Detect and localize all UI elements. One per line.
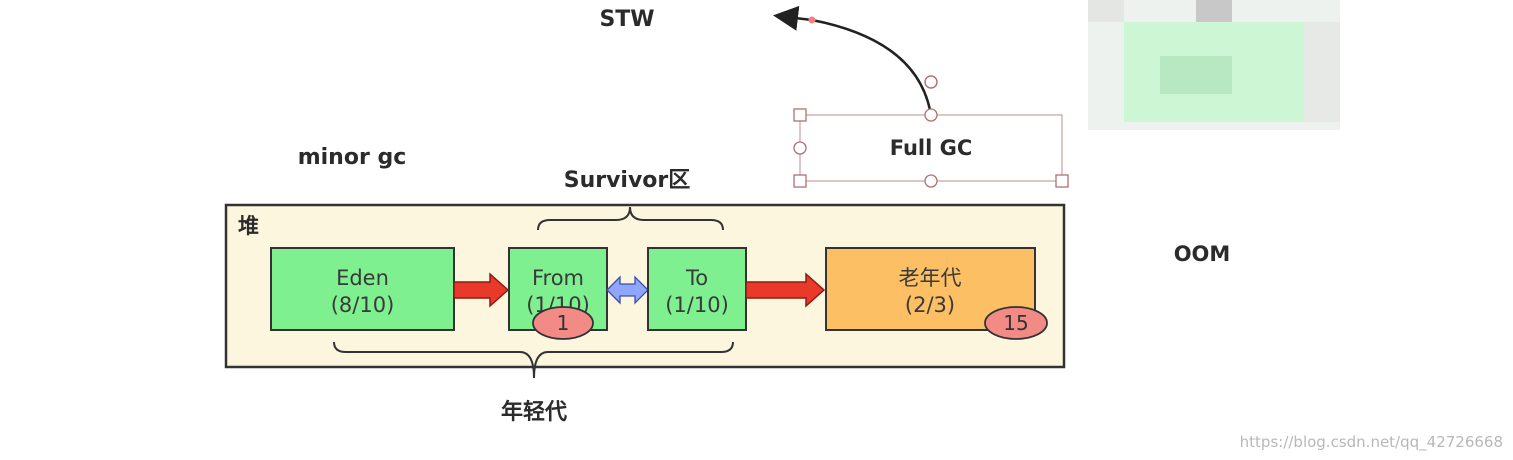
eden-ratio: (8/10) <box>331 293 395 317</box>
watermark: https://blog.csdn.net/qq_42726668 <box>1240 433 1503 452</box>
resize-handle[interactable] <box>793 174 807 188</box>
full-gc-selection-box[interactable] <box>793 108 1069 188</box>
resize-handle[interactable] <box>924 174 938 188</box>
blurred-thumbnail <box>1088 0 1340 130</box>
young-gen-brace <box>333 341 734 379</box>
old-gen-ratio: (2/3) <box>905 293 955 317</box>
eden-label: Eden <box>336 266 389 290</box>
to-ratio: (1/10) <box>665 293 729 317</box>
to-label: To <box>685 266 708 290</box>
heap-label: 堆 <box>238 214 259 238</box>
curve-control-point[interactable] <box>808 16 816 24</box>
old-age-badge <box>984 306 1048 340</box>
full-gc-label[interactable]: Full GC <box>890 136 973 160</box>
from-age-badge-text: 1 <box>557 311 570 335</box>
oom-label: OOM <box>1174 242 1231 266</box>
young-gen-label: 年轻代 <box>501 399 567 425</box>
resize-handle[interactable] <box>1055 174 1069 188</box>
curve-rotation-handle[interactable] <box>924 75 938 89</box>
eden-box <box>270 247 455 331</box>
minor-gc-label: minor gc <box>298 145 407 170</box>
old-gen-label: 老年代 <box>899 266 962 290</box>
resize-handle[interactable] <box>924 108 938 122</box>
eden-to-from-arrow <box>453 272 510 308</box>
full-gc-to-stw-arrow <box>773 5 932 111</box>
from-label: From <box>532 266 584 290</box>
from-age-badge <box>532 306 594 340</box>
resize-handle[interactable] <box>793 141 807 155</box>
to-to-old-arrow <box>745 272 826 308</box>
survivor-label: Survivor区 <box>564 168 691 193</box>
survivor-brace <box>537 206 724 231</box>
stw-label: STW <box>599 7 654 32</box>
resize-handle[interactable] <box>793 108 807 122</box>
old-age-badge-text: 15 <box>1003 311 1028 335</box>
